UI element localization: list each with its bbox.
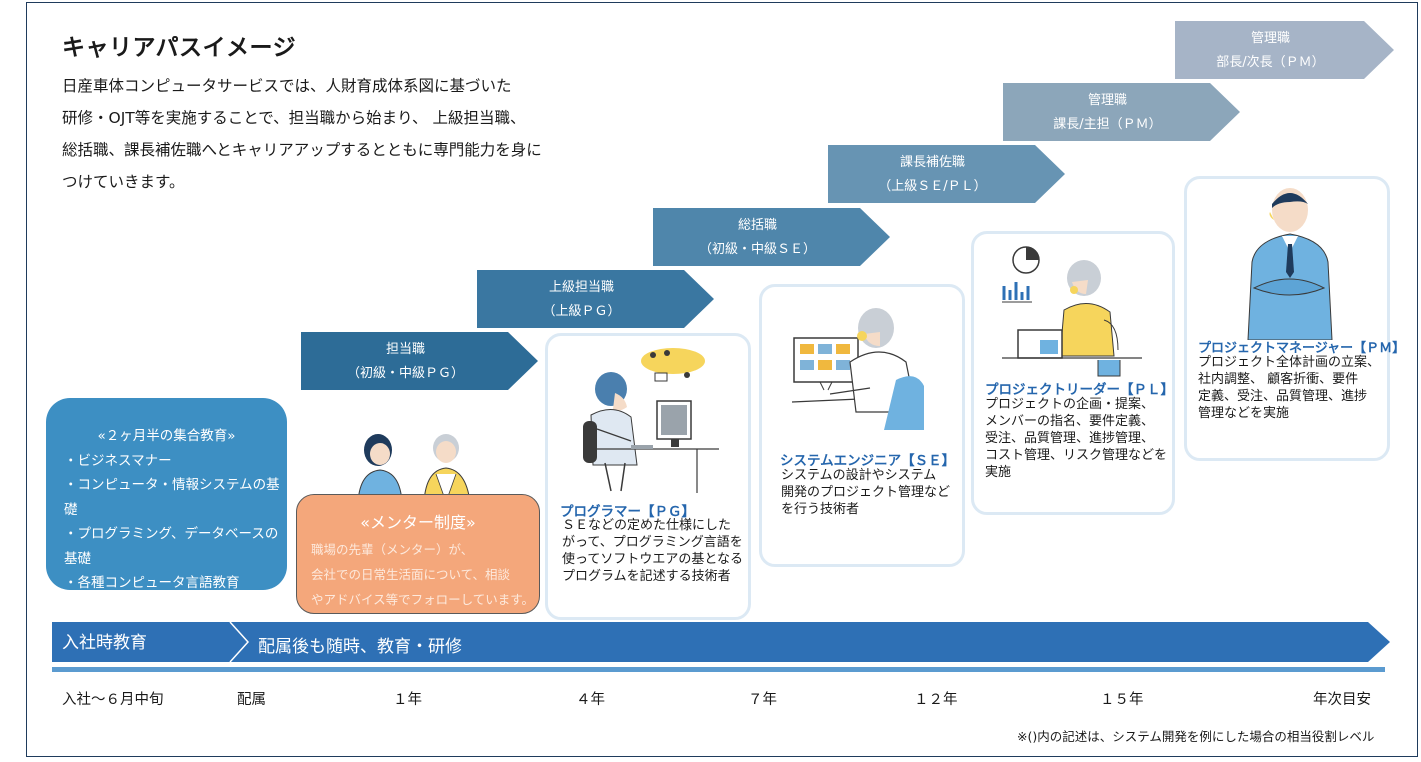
mentor-body: 職場の先輩（メンター）が、 会社での日常生活面について、相談 やアドバイス等でフ… bbox=[311, 542, 535, 607]
mentor-heading: «メンター制度» bbox=[360, 513, 476, 532]
timeline-divider bbox=[229, 622, 250, 662]
career-step-arrow: 管理職部長/次長（ＰＭ） bbox=[1175, 21, 1394, 79]
role-title-project-leader: プロジェクトリーダー【ＰＬ】 bbox=[985, 382, 1174, 398]
year-label: 年次目安 bbox=[1313, 692, 1371, 708]
education-item: ・プログラミング、データベースの基礎 bbox=[64, 526, 279, 567]
role-title-system-engineer: システムエンジニア【ＳＥ】 bbox=[780, 453, 956, 469]
timeline-label-ongoing: 配属後も随時、教育・研修 bbox=[258, 637, 462, 657]
timeline-label-onboarding: 入社時教育 bbox=[62, 633, 147, 653]
career-step-arrow: 総括職（初級・中級ＳＥ） bbox=[653, 208, 890, 266]
year-label: １年 bbox=[393, 692, 422, 708]
role-desc-system-engineer: システムの設計やシステム 開発のプロジェクト管理など を行う技術者 bbox=[781, 468, 951, 517]
group-education-heading: «２ヶ月半の集合教育» bbox=[97, 428, 236, 444]
page-title: キャリアパスイメージ bbox=[62, 35, 297, 61]
project-manager-illustration bbox=[1247, 188, 1333, 340]
intro-line: つけていきます。 bbox=[62, 173, 185, 191]
timeline-arrow bbox=[52, 622, 1390, 662]
role-desc-project-leader: プロジェクトの企画・提案、 メンバーの指名、要件定義、 受注、品質管理、進捗管理… bbox=[985, 397, 1168, 480]
career-step-arrow: 担当職（初級・中級ＰＧ） bbox=[301, 332, 538, 390]
mentor-system-box: «メンター制度» 職場の先輩（メンター）が、 会社での日常生活面について、相談 … bbox=[296, 494, 540, 614]
career-step-arrow: 上級担当職（上級ＰＧ） bbox=[477, 270, 714, 328]
intro-line: 総括職、課長補佐職へとキャリアアップするとともに専門能力を身に bbox=[62, 141, 542, 159]
programmer-illustration bbox=[583, 348, 719, 493]
year-label: 入社～６月中旬 bbox=[62, 692, 164, 708]
intro-text: 日産車体コンピュータサービスでは、人財育成体系図に基づいた 研修・OJT等を実施… bbox=[62, 70, 562, 198]
group-education-box: «２ヶ月半の集合教育» ・ビジネスマナー ・コンピュータ・情報システムの基礎 ・… bbox=[46, 398, 287, 616]
year-label: 配属 bbox=[237, 692, 266, 708]
role-title-programmer: プログラマー【ＰＧ】 bbox=[560, 504, 695, 520]
year-label: ７年 bbox=[748, 692, 777, 708]
education-item: ・システム構築演習 bbox=[64, 599, 186, 616]
role-card-programmer bbox=[545, 333, 751, 620]
outer-frame bbox=[26, 2, 1418, 757]
system-engineer-illustration bbox=[791, 308, 924, 430]
career-step-arrow: 管理職課長/主担（ＰＭ） bbox=[1003, 83, 1240, 141]
year-label: １２年 bbox=[914, 692, 958, 708]
role-title-project-manager: プロジェクトマネージャー【ＰＭ】 bbox=[1198, 341, 1406, 356]
footnote: ※()内の記述は、システム開発を例にした場合の相当役割レベル bbox=[1017, 729, 1375, 744]
mentor-illustration bbox=[357, 434, 471, 502]
year-label: １５年 bbox=[1100, 692, 1144, 708]
intro-line: 日産車体コンピュータサービスでは、人財育成体系図に基づいた bbox=[62, 77, 512, 95]
timeline-underline bbox=[52, 667, 1385, 672]
year-label: ４年 bbox=[576, 692, 605, 708]
role-desc-programmer: ＳＥなどの定めた仕様にした がって、プログラミング言語を 使ってソフトウエアの基… bbox=[562, 518, 743, 584]
education-item: ・各種コンピュータ言語教育 bbox=[64, 575, 240, 591]
role-desc-project-manager: プロジェクト全体計画の立案、 社内調整、 顧客折衝、要件 定義、受注、品質管理、… bbox=[1198, 355, 1381, 421]
project-leader-illustration bbox=[1002, 246, 1142, 377]
education-item: ・コンピュータ・情報システムの基礎 bbox=[64, 477, 280, 518]
intro-line: 研修・OJT等を実施することで、担当職から始まり、 上級担当職、 bbox=[62, 109, 526, 127]
education-item: ・ビジネスマナー bbox=[64, 452, 172, 469]
career-step-arrow: 課長補佐職（上級ＳＥ/ＰＬ） bbox=[828, 145, 1065, 203]
